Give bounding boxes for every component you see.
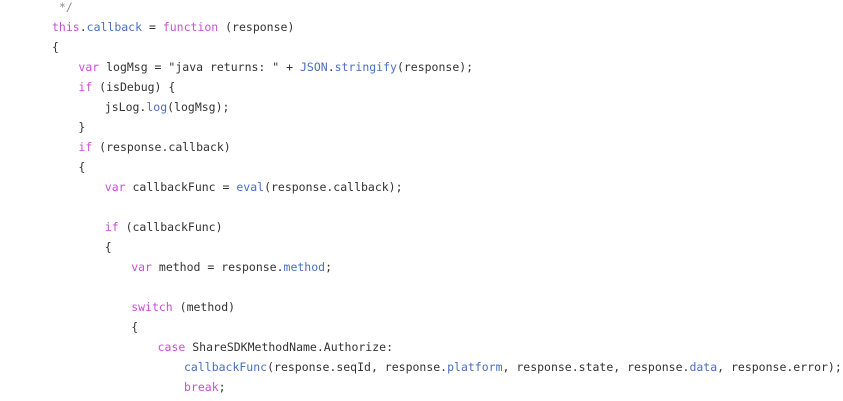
code-token: .	[79, 20, 87, 34]
code-token: , response.error);	[717, 360, 842, 374]
code-line: {	[105, 237, 112, 257]
code-line: {	[131, 317, 138, 337]
code-token: method = response.	[151, 260, 284, 274]
code-line: var logMsg = "java returns: " + JSON.str…	[78, 57, 473, 77]
code-line: if (response.callback)	[78, 137, 230, 157]
code-line: */	[52, 0, 73, 17]
code-token: case	[157, 340, 186, 354]
code-token: (response.seqId, response.	[267, 360, 448, 374]
code-line: callbackFunc(response.seqId, response.pl…	[184, 357, 842, 377]
code-token: (method)	[172, 300, 236, 314]
code-token: jsLog.	[104, 100, 147, 114]
code-token: this	[52, 20, 80, 34]
code-line: jsLog.log(logMsg);	[105, 97, 230, 117]
code-token: , response.state, response.	[502, 360, 690, 374]
code-token: {	[131, 320, 139, 334]
code-token: switch	[131, 300, 173, 314]
code-line: var callbackFunc = eval(response.callbac…	[105, 177, 403, 197]
code-token: callback	[86, 20, 143, 34]
code-token: (logMsg);	[167, 100, 230, 114]
code-token: {	[104, 240, 112, 254]
code-token: "java returns: "	[168, 60, 280, 74]
code-token: }	[78, 120, 86, 134]
code-token: (isDebug) {	[92, 80, 176, 94]
code-token: callbackFunc	[184, 360, 268, 374]
code-token: {	[78, 160, 86, 174]
code-token: stringify	[334, 60, 397, 74]
code-token: var	[104, 180, 126, 194]
code-line: case ShareSDKMethodName.Authorize:	[158, 337, 393, 357]
code-token: .	[327, 60, 335, 74]
code-token: var	[131, 260, 152, 274]
code-token: function	[162, 20, 219, 34]
code-token: log	[146, 100, 168, 114]
code-token: break	[184, 380, 219, 394]
code-token: eval	[236, 180, 265, 194]
code-line: break;	[184, 377, 226, 397]
code-token: JSON	[299, 60, 328, 74]
code-line: this.callback = function (response)	[52, 17, 294, 37]
code-token: platform	[447, 360, 503, 374]
code-token: (response)	[218, 20, 295, 34]
code-token: method	[283, 260, 326, 274]
code-line: if (callbackFunc)	[105, 217, 223, 237]
code-token: if	[78, 140, 93, 154]
code-token: =	[142, 20, 163, 34]
code-token: var	[78, 60, 100, 74]
code-line: var method = response.method;	[131, 257, 332, 277]
code-token: logMsg =	[99, 60, 169, 74]
code-token: (response.callback)	[92, 140, 231, 154]
code-token: (response);	[396, 60, 474, 74]
code-token: callbackFunc =	[125, 180, 237, 194]
code-token: {	[52, 40, 59, 54]
code-token: if	[78, 80, 93, 94]
code-token: +	[279, 60, 300, 74]
code-line: }	[78, 117, 85, 137]
code-token: (callbackFunc)	[118, 220, 223, 234]
code-token: (response.callback);	[264, 180, 403, 194]
code-line: {	[78, 157, 85, 177]
code-token: ShareSDKMethodName.Authorize:	[185, 340, 394, 354]
code-token: ;	[218, 380, 226, 394]
code-line: {	[52, 37, 59, 57]
code-token: ;	[325, 260, 333, 274]
code-token: */	[52, 0, 73, 14]
code-line: if (isDebug) {	[78, 77, 175, 97]
code-token: if	[104, 220, 119, 234]
code-token: data	[689, 360, 718, 374]
code-line: switch (method)	[131, 297, 235, 317]
